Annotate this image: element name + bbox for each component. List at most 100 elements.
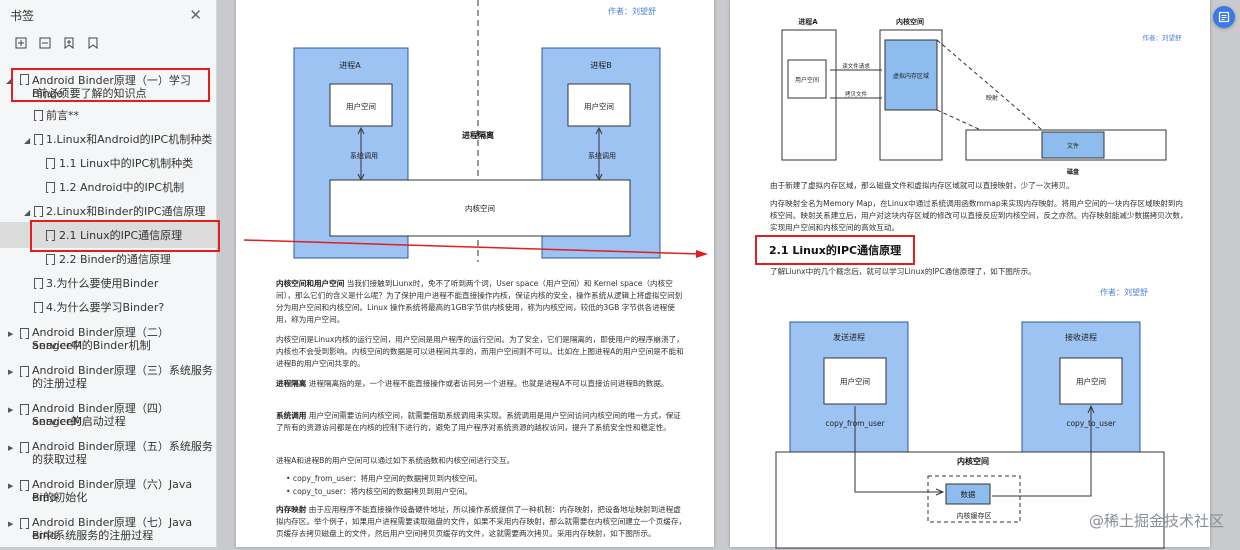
paragraph: 内存映射全名为Memory Map，在Linux中通过系统调用函数mmap来实现… <box>770 199 1188 232</box>
bookmark-icon <box>20 366 29 377</box>
copy-from-user-arrow <box>854 406 942 493</box>
virtual-region-label: 虚拟内存区域 <box>893 72 929 80</box>
sidebar-item-binder-6[interactable]: ▶ Android Binder原理（六）Java Bind er的初始化 <box>8 478 193 504</box>
close-icon[interactable]: ✕ <box>189 6 202 24</box>
bookmark-sidebar: 书签 ✕ ◢ Android Binder原理（一）学习Binde r前必须要了… <box>0 0 220 547</box>
receiver-label: 接收进程 <box>1065 332 1097 342</box>
document-icon <box>1218 11 1230 23</box>
chevron-right-icon[interactable]: ▶ <box>8 406 14 414</box>
copy-to-user-arrow <box>992 408 1092 497</box>
paragraph: 由于新建了虚拟内存区域，那么磁盘文件和虚拟内存区域就可以直接映射，少了一次拷贝。 <box>770 181 1074 190</box>
bookmark-icon <box>20 74 29 85</box>
bookmark-icon <box>20 442 29 453</box>
sidebar-item-binder-principle[interactable]: 2.2 Binder的通信原理 <box>0 252 216 266</box>
process-a-label: 进程A <box>798 17 818 26</box>
kernel-space-label: 内核空间 <box>896 17 924 26</box>
user-space-a-box <box>329 83 393 127</box>
user-space-box <box>787 59 827 99</box>
bookmark-icon <box>46 158 55 169</box>
sender-label: 发送进程 <box>833 332 865 342</box>
sidebar-item-binder-1[interactable]: ◢ Android Binder原理（一）学习Binde r前必须要了解的知识点 <box>6 74 191 100</box>
disk-label: 磁盘 <box>1067 168 1079 176</box>
syscall-a-label: 系统调用 <box>350 151 378 160</box>
paragraph: 内核空间是Linux内核的运行空间，用户空间是用户程序的运行空间。为了安全，它们… <box>276 335 684 368</box>
sender-user-space-label: 用户空间 <box>840 376 870 386</box>
bookmark-icon <box>34 278 43 289</box>
author-label: 作者：刘望舒 <box>1100 288 1148 297</box>
sidebar-item-preface[interactable]: 前言** <box>0 108 216 122</box>
document-page-2: 进程A 内核空间 作者：刘望舒 用户空间 虚拟内存区域 读文件请求 拷贝文件 映… <box>730 0 1210 549</box>
chevron-right-icon[interactable]: ▶ <box>8 368 14 376</box>
sidebar-item-ipc-types[interactable]: ◢ 1.Linux和Android的IPC机制种类 <box>24 133 213 146</box>
bullet-item: • copy_to_user：将内核空间的数据拷贝到用户空间。 <box>286 487 472 496</box>
author-label: 作者：刘望舒 <box>608 7 656 16</box>
chevron-right-icon[interactable]: ▶ <box>8 482 14 490</box>
process-a-label: 进程A <box>339 61 361 70</box>
bookmark-icon <box>34 110 43 121</box>
user-space-b-label: 用户空间 <box>584 101 614 111</box>
chevron-right-icon[interactable]: ▶ <box>8 330 14 338</box>
sidebar-item-binder-3[interactable]: ▶ Android Binder原理（三）系统服务 的注册过程 <box>8 364 213 390</box>
paragraph: 系统调用 用户空间需要访问内核空间，就需要借助系统调用来实现。系统调用是用户空间… <box>276 411 681 432</box>
collapse-all-icon[interactable] <box>38 36 52 50</box>
virtual-region-box <box>884 39 938 111</box>
translate-button[interactable] <box>1213 6 1235 28</box>
data-box <box>945 483 991 505</box>
syscall-b-label: 系统调用 <box>588 151 616 160</box>
highlight-box <box>11 68 210 102</box>
chevron-down-icon[interactable]: ◢ <box>6 76 13 85</box>
watermark: @稀土掘金技术社区 <box>1088 512 1224 530</box>
user-space-label: 用户空间 <box>795 76 819 84</box>
sidebar-item-android-ipc[interactable]: 1.2 Android中的IPC机制 <box>0 180 216 194</box>
sidebar-item-linux-ipc-principle[interactable]: 2.1 Linux的IPC通信原理 <box>0 222 216 248</box>
author-label: 作者：刘望舒 <box>1143 33 1183 42</box>
copy-file-label: 拷贝文件 <box>845 90 868 98</box>
bookmark-icon <box>20 328 29 339</box>
sender-user-space-box <box>823 357 887 405</box>
paragraph: 了解Liunx中的几个概念后，就可以学习Linux的IPC通信原理了，如下图所示… <box>770 267 1036 276</box>
kernel-buffer-label: 内核缓存区 <box>957 511 992 520</box>
bookmark-icon <box>46 254 55 265</box>
paragraph: 内存映射 由于应用程序不能直接操作设备硬件地址，所以操作系统提供了一种机制：内存… <box>276 505 687 538</box>
bookmark-icon[interactable] <box>86 36 100 50</box>
receiver-user-space-box <box>1059 357 1123 405</box>
kernel-space-label: 内核空间 <box>465 203 495 213</box>
sidebar-item-binder-4[interactable]: ▶ Android Binder原理（四）ServiceM anager的启动过… <box>8 402 169 428</box>
bookmark-icon <box>34 302 43 313</box>
sidebar-header: 书签 ✕ <box>0 0 216 30</box>
read-request-label: 读文件请求 <box>842 62 870 70</box>
sidebar-item-binder-7[interactable]: ▶ Android Binder原理（七）Java Bind er中系统服务的注… <box>8 516 193 542</box>
sidebar-item-why-binder[interactable]: 3.为什么要使用Binder <box>0 276 216 290</box>
chevron-down-icon[interactable]: ◢ <box>24 208 31 217</box>
section-heading: 2.1 Linux的IPC通信原理 <box>769 244 902 257</box>
bookmark-icon <box>34 206 43 217</box>
paragraph: 进程A和进程B的用户空间可以通过如下系统函数和内核空间进行交互。 <box>276 456 515 465</box>
expand-all-icon[interactable] <box>14 36 28 50</box>
chevron-right-icon[interactable]: ▶ <box>8 520 14 528</box>
file-box <box>1041 131 1105 159</box>
memory-map-diagram: 进程A 内核空间 作者：刘望舒 用户空间 虚拟内存区域 读文件请求 拷贝文件 映… <box>781 17 1183 176</box>
user-space-b-box <box>567 83 631 127</box>
file-label: 文件 <box>1067 142 1079 150</box>
receiver-user-space-label: 用户空间 <box>1076 376 1106 386</box>
sidebar-item-ipc-principle[interactable]: ◢ 2.Linux和Binder的IPC通信原理 <box>24 205 206 218</box>
process-b-label: 进程B <box>590 61 612 70</box>
heading-highlight-box <box>755 235 915 265</box>
chevron-right-icon[interactable]: ▶ <box>8 444 14 452</box>
sidebar-item-linux-ipc[interactable]: 1.1 Linux中的IPC机制种类 <box>0 156 216 170</box>
sidebar-item-why-learn[interactable]: 4.为什么要学习Binder? <box>0 300 216 314</box>
highlight-box <box>30 220 220 252</box>
bookmark-icon <box>46 230 55 241</box>
mapping-label: 映射 <box>986 94 998 102</box>
sidebar-item-binder-2[interactable]: ▶ Android Binder原理（二）ServiceM anager中的Bi… <box>8 326 169 352</box>
bookmark-icon <box>46 182 55 193</box>
sidebar-item-binder-5[interactable]: ▶ Android Binder原理（五）系统服务 的获取过程 <box>8 440 213 466</box>
chevron-down-icon[interactable]: ◢ <box>24 136 31 145</box>
sidebar-title: 书签 <box>10 8 35 23</box>
bookmark-add-icon[interactable] <box>62 36 76 50</box>
sidebar-toolbar <box>0 30 216 56</box>
data-label: 数据 <box>961 489 976 499</box>
paragraph: 进程隔离 进程隔离指的是，一个进程不能直接操作或者访问另一个进程。也就是进程A不… <box>276 379 669 388</box>
ipc-diagram: 发送进程 接收进程 用户空间 用户空间 copy_from_user copy_… <box>775 321 1165 549</box>
paragraph: 内核空间和用户空间 当我们接触到Liunx时，免不了听到两个词，User spa… <box>276 279 683 324</box>
